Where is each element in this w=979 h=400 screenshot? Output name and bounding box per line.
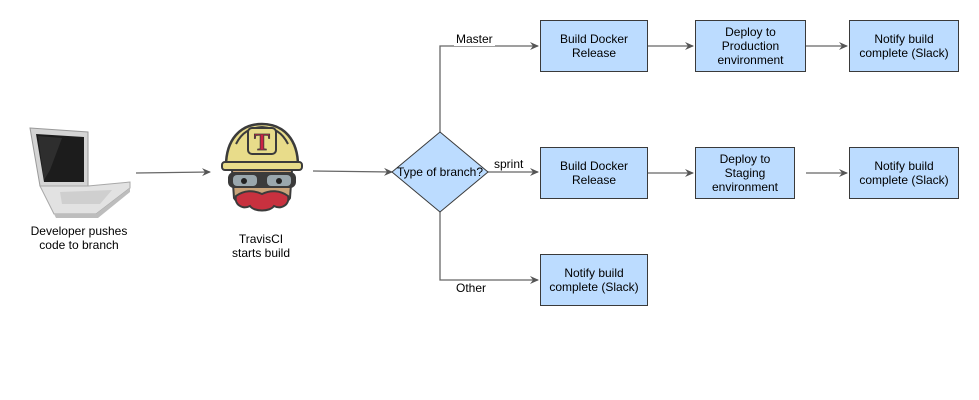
box-line: Notify build	[874, 32, 934, 46]
master-deploy-production-box: Deploy to Production environment	[695, 20, 806, 72]
decision-label: Type of branch?	[396, 165, 484, 179]
box-line: complete (Slack)	[859, 173, 949, 187]
edge-developer-to-travis	[135, 168, 211, 177]
edge-label-master: Master	[454, 32, 495, 46]
box-line: Production	[721, 39, 780, 53]
box-line: Build Docker	[559, 32, 629, 46]
box-line: Deploy to	[725, 25, 776, 39]
laptop-icon	[29, 127, 131, 218]
travis-caption: TravisCI starts build	[206, 232, 316, 260]
edge-travis-to-decision	[312, 167, 393, 176]
box-line: environment	[711, 180, 779, 194]
master-build-docker-box: Build Docker Release	[540, 20, 648, 72]
box-line: Notify build	[874, 159, 934, 173]
box-line: Build Docker	[559, 159, 629, 173]
box-line: Release	[571, 173, 617, 187]
other-notify-box: Notify build complete (Slack)	[540, 254, 648, 306]
box-line: environment	[717, 53, 784, 67]
developer-caption: Developer pushes code to branch	[14, 224, 144, 252]
master-notify-box: Notify build complete (Slack)	[849, 20, 959, 72]
edge-label-other: Other	[454, 281, 489, 295]
svg-text:T: T	[254, 130, 270, 156]
edge-master	[439, 42, 539, 132]
box-line: Deploy to	[719, 152, 771, 166]
decision-diamond	[391, 131, 489, 213]
travis-caption-line2: starts build	[231, 246, 291, 260]
travis-caption-line1: TravisCI	[238, 232, 284, 246]
box-line: complete (Slack)	[549, 280, 639, 294]
sprint-build-docker-box: Build Docker Release	[540, 147, 648, 199]
travisci-mascot-icon: T	[221, 122, 303, 212]
edge-label-sprint: sprint	[492, 157, 526, 171]
developer-caption-line1: Developer pushes	[30, 224, 128, 238]
box-line: Release	[571, 46, 617, 60]
box-line: Staging	[724, 166, 766, 180]
edge-other	[439, 212, 539, 284]
box-line: complete (Slack)	[859, 46, 949, 60]
sprint-deploy-staging-box: Deploy to Staging environment	[695, 147, 795, 199]
sprint-notify-box: Notify build complete (Slack)	[849, 147, 959, 199]
developer-caption-line2: code to branch	[39, 238, 119, 252]
box-line: Notify build	[564, 266, 624, 280]
